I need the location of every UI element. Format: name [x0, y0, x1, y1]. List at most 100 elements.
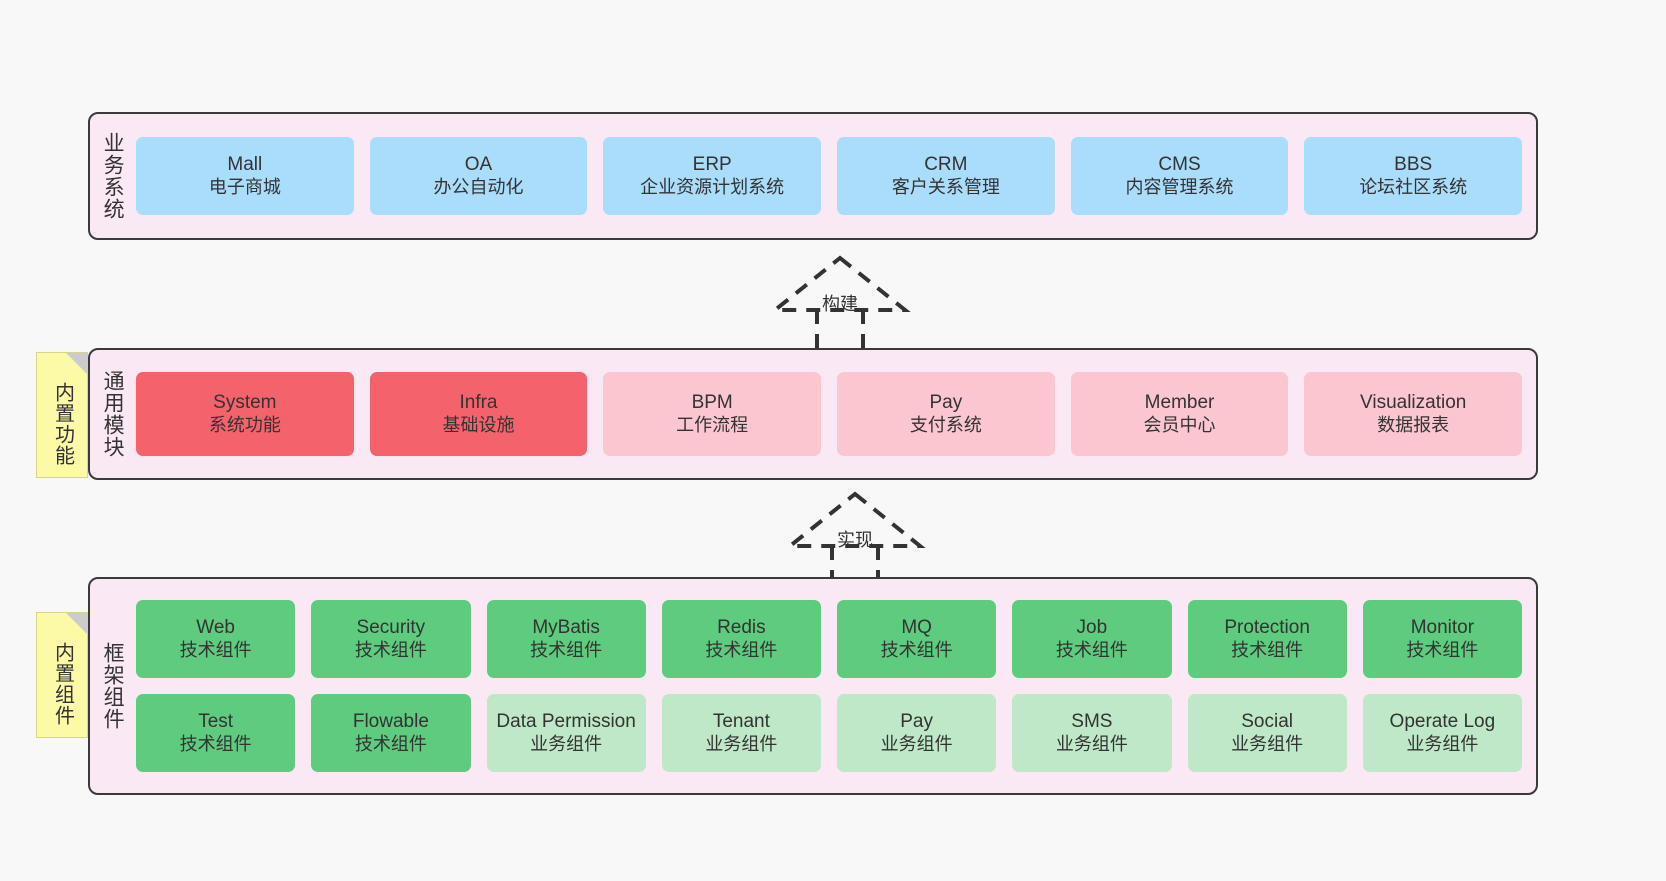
card-title: Pay [929, 392, 963, 414]
card-subtitle: 技术组件 [1055, 640, 1128, 661]
card-title: Security [356, 617, 426, 639]
card-title: Operate Log [1389, 711, 1496, 733]
card-title: SMS [1071, 711, 1113, 733]
card-subtitle: 电子商城 [208, 177, 281, 198]
card-title: Protection [1224, 617, 1310, 639]
card-title: MyBatis [532, 617, 600, 639]
card-title: MQ [901, 617, 932, 639]
connector-build-label: 构建 [822, 294, 858, 314]
card-subtitle: 技术组件 [1406, 640, 1479, 661]
layer-title-framework-components: 框架组件 [101, 642, 125, 730]
card-title: Tenant [712, 711, 770, 733]
sticky-note-builtin-components: 内置组件 [36, 612, 88, 738]
card-subtitle: 论坛社区系统 [1359, 177, 1468, 198]
arrow-stem-build [815, 310, 865, 352]
card-subtitle: 系统功能 [208, 415, 281, 436]
card-title: CRM [924, 154, 968, 176]
card-title: BPM [691, 392, 733, 414]
card-title: Redis [717, 617, 766, 639]
card-subtitle: 技术组件 [179, 734, 252, 755]
card-subtitle: 业务组件 [530, 734, 603, 755]
card-subtitle: 基础设施 [442, 415, 515, 436]
card-title: ERP [692, 154, 732, 176]
card-title: System [213, 392, 277, 414]
connector-build: 构建 [755, 252, 925, 352]
card-title: OA [464, 154, 493, 176]
card-title: Test [198, 711, 234, 733]
card-subtitle: 业务组件 [705, 734, 778, 755]
card-subtitle: 企业资源计划系统 [640, 177, 785, 198]
card-title: Job [1076, 617, 1108, 639]
card-title: CMS [1158, 154, 1201, 176]
card-subtitle: 业务组件 [1406, 734, 1479, 755]
layer-title-common-modules: 通用模块 [101, 370, 125, 458]
card-subtitle: 数据报表 [1377, 415, 1450, 436]
card-subtitle: 业务组件 [1055, 734, 1128, 755]
card-title: Data Permission [496, 711, 636, 733]
card-subtitle: 技术组件 [354, 640, 427, 661]
card-subtitle: 业务组件 [1231, 734, 1304, 755]
card-title: Member [1144, 392, 1215, 414]
card-subtitle: 技术组件 [530, 640, 603, 661]
card-subtitle: 技术组件 [705, 640, 778, 661]
card-title: Infra [459, 392, 498, 414]
arrowhead-triangle-implement [784, 491, 926, 548]
card-title: Monitor [1410, 617, 1475, 639]
card-subtitle: 内容管理系统 [1125, 177, 1234, 198]
card-subtitle: 技术组件 [354, 734, 427, 755]
layer-title-business-system: 业务系统 [101, 132, 125, 220]
card-title: Pay [900, 711, 933, 733]
card-title: BBS [1394, 154, 1433, 176]
card-subtitle: 业务组件 [880, 734, 953, 755]
card-title: Flowable [352, 711, 429, 733]
card-subtitle: 技术组件 [880, 640, 953, 661]
card-subtitle: 客户关系管理 [891, 177, 1000, 198]
card-subtitle: 工作流程 [676, 415, 749, 436]
card-subtitle: 办公自动化 [433, 177, 524, 198]
arrowhead-triangle-build [769, 255, 911, 312]
connector-implement-label: 实现 [837, 530, 873, 550]
connector-implement: 实现 [770, 488, 940, 588]
card-subtitle: 技术组件 [179, 640, 252, 661]
card-subtitle: 支付系统 [909, 415, 982, 436]
